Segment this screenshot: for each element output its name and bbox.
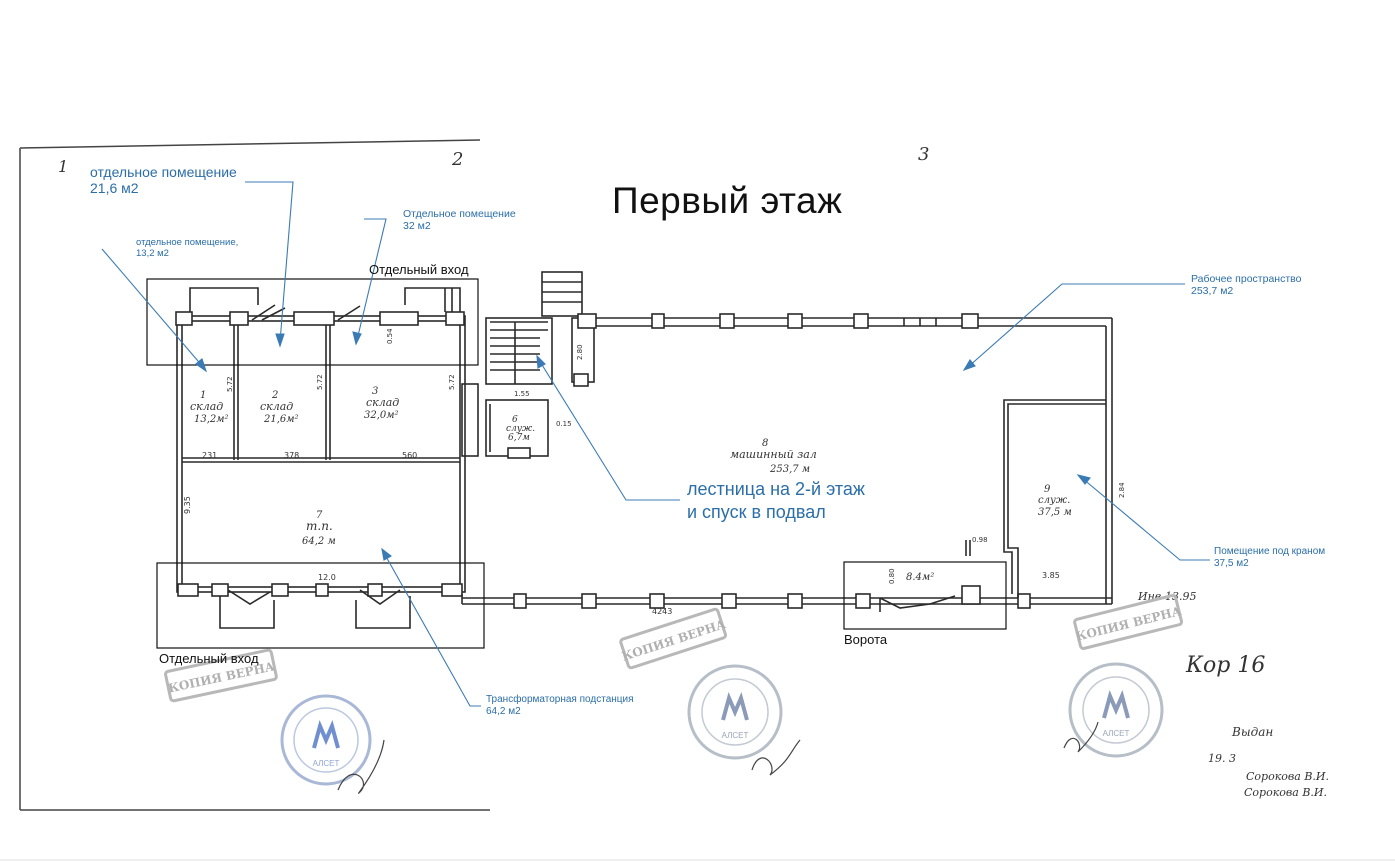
dim-155: 1.55: [514, 390, 530, 398]
annotation-area: 21,6 м2: [90, 180, 139, 197]
room6-type: служ.: [506, 424, 535, 434]
round-seal: АЛСЕТ: [687, 664, 783, 760]
annotation-text: отдельное помещение: [90, 164, 237, 180]
page-title: Первый этаж: [612, 180, 843, 221]
dim-385: 3.85: [1042, 571, 1060, 580]
room2-area: 21,6м²: [263, 414, 299, 425]
signature-note-2: 19. 3: [1208, 752, 1236, 765]
round-seal: АЛСЕТ: [1068, 662, 1164, 758]
label-entrance-bottom: Отдельный вход: [159, 651, 259, 666]
dim-231: 231: [202, 451, 217, 460]
svg-text:АЛСЕТ: АЛСЕТ: [313, 759, 340, 768]
room7-number: 7: [316, 510, 323, 521]
gate-box: [843, 561, 1007, 630]
annotation-room-32: Отдельное помещение 32 м2: [403, 208, 516, 232]
annotation-text: отдельное помещение,: [136, 237, 239, 248]
room9-number: 9: [1044, 484, 1051, 495]
gate-area-note: 8.4м²: [906, 572, 934, 583]
room3-area: 32,0м²: [364, 410, 399, 421]
annotation-area: 32 м2: [403, 220, 431, 233]
room1-type: склад: [190, 400, 223, 413]
svg-text:АЛСЕТ: АЛСЕТ: [1103, 729, 1130, 738]
dim-572c: 5.72: [448, 374, 456, 390]
room6-number: 6: [512, 415, 518, 425]
annotation-area: 64,2 м2: [486, 705, 521, 717]
room9-area: 37,5 м: [1038, 507, 1072, 518]
annotation-text: Рабочее пространство: [1191, 273, 1302, 285]
axis-mark-3: 3: [918, 144, 929, 165]
room8-area: 253,7 м: [769, 464, 810, 475]
dim-280: 2.80: [576, 344, 584, 360]
dim-378: 378: [284, 451, 299, 460]
dim-4243: 4243: [652, 607, 672, 616]
dim-560: 560: [402, 451, 417, 460]
dim-572a: 5.72: [226, 376, 234, 392]
copy-stamp: КОПИЯ ВЕРНА: [619, 607, 728, 670]
dim-080: 0.80: [888, 568, 896, 584]
annotation-text: Трансформаторная подстанция: [486, 694, 634, 705]
room3-number: 3: [372, 386, 378, 397]
signature-note-3: Сорокова В.И.: [1246, 770, 1329, 783]
signature-note-1: Выдан: [1231, 725, 1273, 739]
annotation-text: Помещение под краном: [1214, 546, 1326, 557]
room8-number: 8: [762, 438, 768, 449]
room3-type: склад: [366, 396, 399, 409]
dim-098: 0.98: [972, 536, 988, 544]
annotation-text: Отдельное помещение: [403, 208, 516, 220]
dimensions: 231 378 560 12.0 4243 9.35 5.72 5.72 5.7…: [183, 328, 1196, 616]
room2-type: склад: [260, 400, 293, 413]
annotation-substation: Трансформаторная подстанция 64,2 м2: [486, 694, 634, 717]
entrance-top-box: [146, 278, 479, 366]
round-seals: АЛСЕТ АЛСЕТ АЛСЕТ: [280, 662, 1164, 786]
kor-note: Кор 16: [1185, 653, 1265, 678]
round-seal: АЛСЕТ: [280, 694, 372, 786]
room8-type: машинный зал: [730, 448, 817, 461]
signature-note-4: Сорокова В.И.: [1244, 786, 1327, 799]
sheet-border: [19, 139, 490, 811]
room1-area: 13,2м²: [194, 414, 229, 425]
annotation-text-2: и спуск в подвал: [687, 502, 826, 523]
dim-935: 9.35: [183, 496, 192, 514]
annotation-text: лестница на 2-й этаж: [687, 479, 865, 499]
dim-015: 0.15: [556, 420, 572, 428]
svg-text:АЛСЕТ: АЛСЕТ: [722, 731, 749, 740]
room-labels: 1 склад 13,2м² 2 склад 21,6м² 3 склад 32…: [190, 386, 1072, 583]
label-entrance-top: Отдельный вход: [369, 262, 469, 277]
annotation-crane-room: Помещение под краном 37,5 м2: [1214, 546, 1325, 569]
annotation-workspace: Рабочее пространство 253,7 м2: [1191, 273, 1301, 297]
room7-area: 64,2 м: [302, 536, 336, 547]
dim-284: 2.84: [1118, 482, 1126, 498]
entrance-bottom-box: [156, 562, 485, 649]
leader-lines: [101, 181, 1210, 707]
room6-area: 6,7м: [508, 433, 530, 443]
dim-054: 0.54: [386, 328, 394, 344]
signatures: [337, 721, 1099, 794]
annotation-room-21-6: отдельное помещение 21,6 м2: [90, 164, 237, 196]
annotation-area: 253,7 м2: [1191, 285, 1234, 298]
dim-120: 12.0: [318, 573, 336, 582]
room9-type: служ.: [1038, 495, 1070, 506]
annotation-room-13-2: отдельное помещение, 13,2 м2: [136, 237, 239, 260]
annotation-area: 13,2 м2: [136, 247, 169, 259]
axis-mark-2: 2: [451, 149, 463, 170]
annotation-area: 37,5 м2: [1214, 557, 1249, 569]
annotation-stairs: лестница на 2-й этаж и спуск в подвал: [687, 478, 865, 525]
axis-mark-1: 1: [58, 157, 68, 176]
room2-number: 2: [271, 390, 278, 401]
label-gate: Ворота: [844, 632, 888, 647]
room7-type: т.п.: [306, 519, 333, 533]
walls: [175, 271, 1113, 629]
room1-number: 1: [200, 390, 206, 401]
dim-572b: 5.72: [316, 374, 324, 390]
highlight-boxes: [146, 278, 1007, 649]
